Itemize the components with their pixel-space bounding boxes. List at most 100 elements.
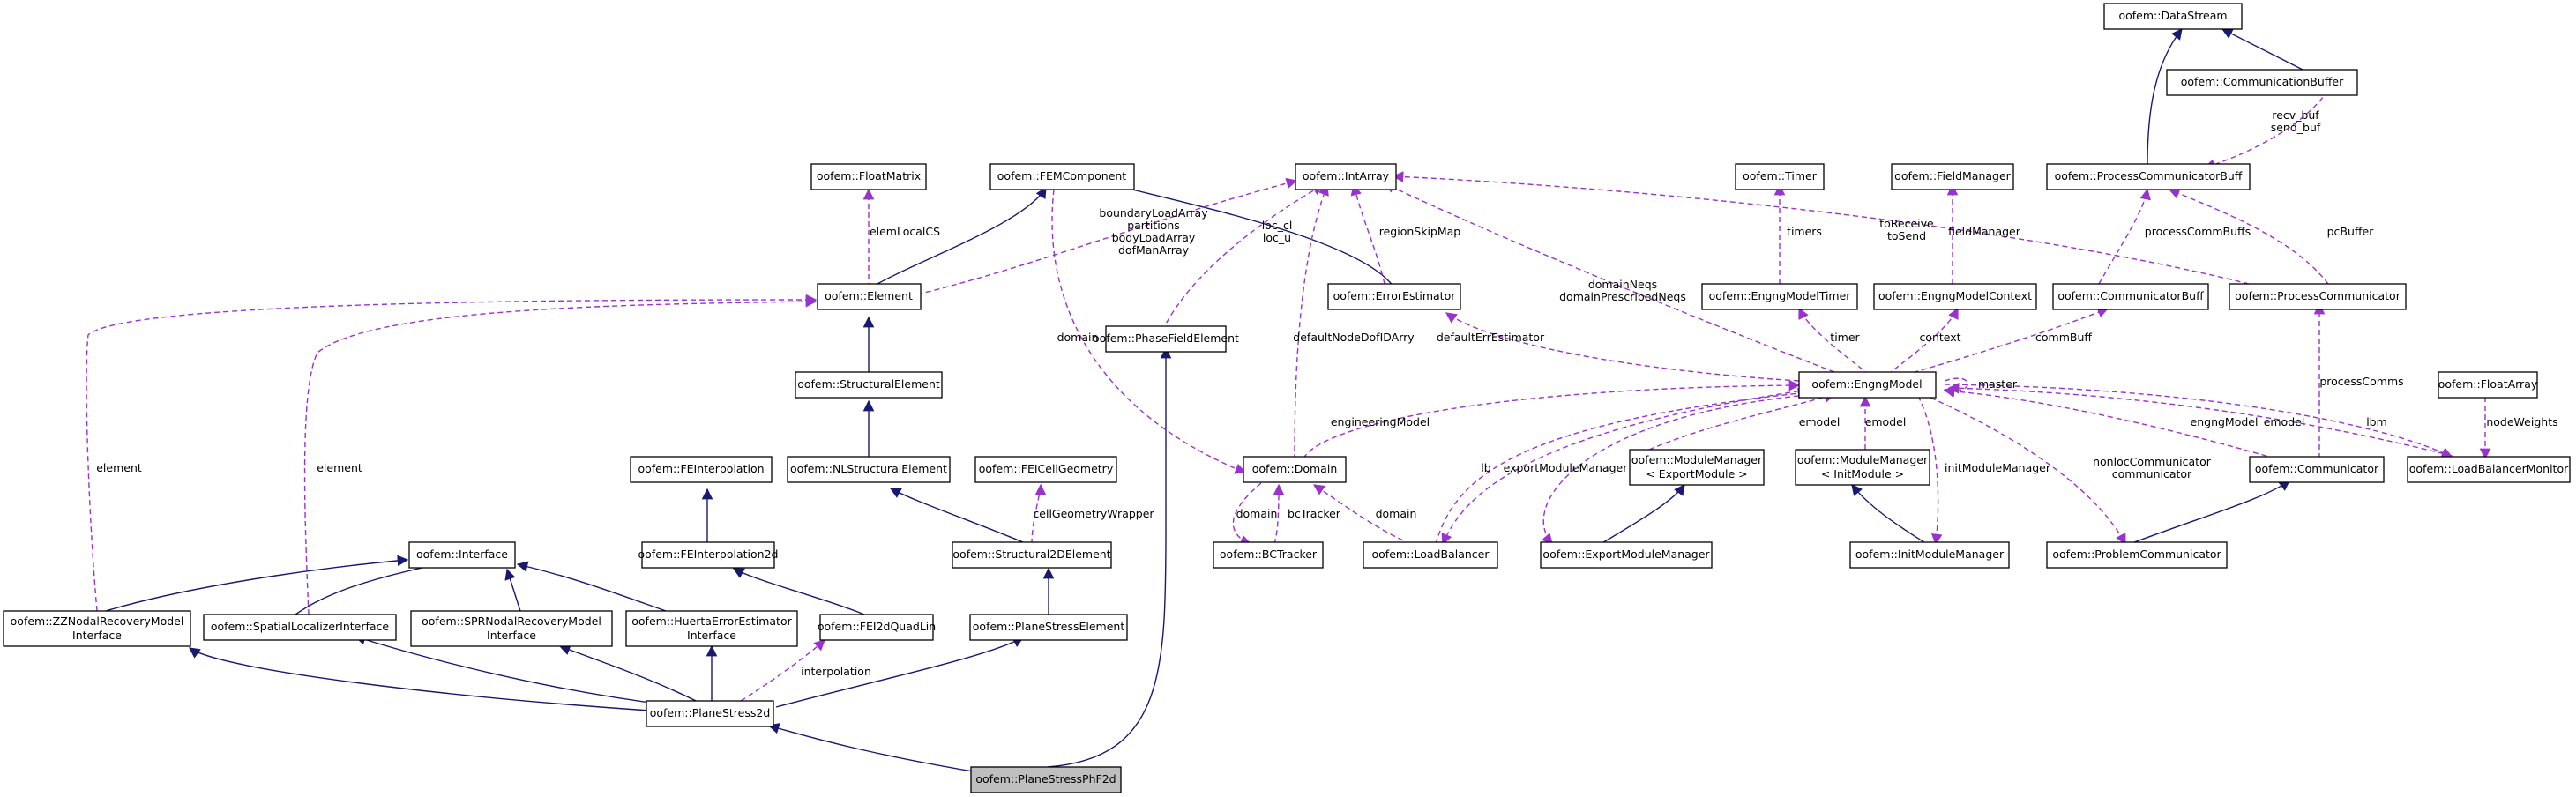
edge-use-communicatorbuff-engngmodel: [1895, 307, 2109, 378]
label-domain-lb: domain: [1376, 507, 1417, 520]
edge-inherit-structural2delement-nlstructuralelement: [889, 488, 1024, 543]
edge-inherit-exportmodulemanager-modulemanager: [1600, 483, 1685, 545]
label-commbuff: commBuff: [2035, 331, 2092, 344]
class-engngmodeltimer[interactable]: oofem::EngngModelTimer: [1701, 283, 1858, 310]
class-communicatorbuff[interactable]: oofem::CommunicatorBuff: [2052, 283, 2209, 310]
class-structuralelement[interactable]: oofem::StructuralElement: [795, 371, 943, 398]
label-dofmanarray: dofManArray: [1118, 243, 1190, 257]
edge-use-feicellgeometry-structural2delement: [1031, 483, 1047, 545]
class-communicator[interactable]: oofem::Communicator: [2249, 456, 2385, 483]
class-modulemanager-init[interactable]: oofem::ModuleManager < InitModule >: [1795, 449, 1930, 486]
class-label: oofem::NLStructuralElement: [790, 462, 947, 475]
class-datastream[interactable]: oofem::DataStream: [2103, 3, 2243, 30]
label-communicator: communicator: [2112, 467, 2192, 480]
class-engngmodel[interactable]: oofem::EngngModel: [1798, 371, 1937, 398]
class-sprnodalrecoverymodelinterface[interactable]: oofem::SPRNodalRecoveryModel Interface: [410, 610, 613, 647]
edge-inherit-planestressphf2d-planestress2d: [767, 723, 984, 774]
class-label: oofem::PlaneStressElement: [973, 620, 1125, 633]
class-bctracker[interactable]: oofem::BCTracker: [1213, 541, 1324, 569]
edge-use-engngmodel-problemcommunicator: [1922, 393, 2126, 546]
label-defaulterrestimator: defaultErrEstimator: [1437, 331, 1545, 344]
label-lb: lb: [1481, 461, 1490, 474]
class-label: oofem::SpatialLocalizerInterface: [211, 620, 390, 633]
class-label: oofem::Domain: [1252, 462, 1338, 475]
label-defaultnodedofidarry: defaultNodeDofIDArry: [1293, 331, 1415, 344]
class-intarray[interactable]: oofem::IntArray: [1295, 163, 1397, 190]
class-loadbalancermonitor[interactable]: oofem::LoadBalancerMonitor: [2407, 456, 2571, 483]
class-spatiallocalizerinterface[interactable]: oofem::SpatialLocalizerInterface: [203, 614, 397, 641]
class-feinterpolation[interactable]: oofem::FEInterpolation: [630, 456, 773, 483]
edge-use-engngmodel-loadbalancer: [1441, 389, 1809, 546]
label-toreceive: toReceive: [1879, 217, 1934, 230]
class-floatarray[interactable]: oofem::FloatArray: [2438, 371, 2538, 398]
class-timer[interactable]: oofem::Timer: [1735, 163, 1825, 190]
class-label: oofem::EngngModelTimer: [1709, 289, 1852, 302]
class-huertaerrorestimatorinterface[interactable]: oofem::HuertaErrorEstimator Interface: [625, 610, 798, 647]
edge-use-errorestimator-engngmodel: [1445, 312, 1800, 382]
class-label: oofem::Element: [825, 289, 913, 302]
class-phasefieldelement[interactable]: oofem::PhaseFieldElement: [1093, 325, 1239, 353]
class-processcommunicator[interactable]: oofem::ProcessCommunicator: [2229, 283, 2407, 310]
class-label: oofem::Communicator: [2255, 462, 2379, 475]
class-label: oofem::PlaneStress2d: [650, 706, 771, 719]
edge-use-modulemanagerexport-engngmodel: [1648, 391, 1836, 451]
label-pcbuffer: pcBuffer: [2327, 225, 2375, 238]
class-label: oofem::ErrorEstimator: [1333, 289, 1457, 302]
class-feicellgeometry[interactable]: oofem::FEICellGeometry: [974, 456, 1117, 483]
class-planestresselement[interactable]: oofem::PlaneStressElement: [969, 614, 1128, 641]
class-label: oofem::EngngModelContext: [1878, 289, 2032, 302]
class-label: oofem::LoadBalancer: [1372, 547, 1490, 561]
edge-inherit-planestress2d-planestresselement: [775, 637, 1025, 708]
class-label: oofem::FloatMatrix: [817, 169, 921, 182]
class-element[interactable]: oofem::Element: [817, 283, 922, 310]
edge-use-pcbuff-communicatorbuff: [2098, 188, 2151, 285]
class-loadbalancer[interactable]: oofem::LoadBalancer: [1363, 541, 1498, 569]
class-label: oofem::ProcessCommunicatorBuff: [2055, 169, 2243, 182]
class-label-line2: Interface: [687, 629, 736, 642]
edge-inherit-planestressphf2d-phasefieldelement: [1047, 346, 1172, 768]
label-processcomms: processComms: [2319, 375, 2403, 388]
class-domain[interactable]: oofem::Domain: [1243, 456, 1347, 483]
class-errorestimator[interactable]: oofem::ErrorEstimator: [1327, 283, 1461, 310]
class-label: oofem::StructuralElement: [797, 377, 940, 391]
class-label: oofem::ZZNodalRecoveryModel: [11, 615, 184, 628]
class-label: oofem::ProblemCommunicator: [2052, 547, 2221, 561]
class-initmodulemanager[interactable]: oofem::InitModuleManager: [1849, 541, 2010, 569]
class-interface[interactable]: oofem::Interface: [408, 541, 516, 569]
class-communicationbuffer[interactable]: oofem::CommunicationBuffer: [2166, 69, 2358, 96]
label-nonloccommunicator: nonlocCommunicator: [2093, 455, 2212, 468]
class-nlstructuralelement[interactable]: oofem::NLStructuralElement: [787, 456, 951, 483]
class-planestress2d[interactable]: oofem::PlaneStress2d: [646, 700, 774, 727]
label-bctracker: bcTracker: [1288, 507, 1341, 520]
class-label: oofem::FEMComponent: [997, 169, 1127, 182]
edge-use-engngmodel-intarray: [1383, 182, 1835, 373]
class-modulemanager-export[interactable]: oofem::ModuleManager < ExportModule >: [1629, 449, 1765, 486]
class-label: oofem::InitModuleManager: [1855, 547, 2005, 561]
label-tosend: toSend: [1887, 229, 1926, 242]
label-boundaryloadarray: boundaryLoadArray: [1099, 206, 1208, 220]
edge-use-lbm-engngmodel: [1947, 383, 2470, 461]
class-femcomponent[interactable]: oofem::FEMComponent: [989, 163, 1135, 190]
label-cellgeometrywrapper: cellGeometryWrapper: [1033, 507, 1154, 520]
class-exportmodulemanager[interactable]: oofem::ExportModuleManager: [1540, 541, 1713, 569]
class-label: oofem::ModuleManager: [1797, 453, 1929, 466]
class-feinterpolation2d[interactable]: oofem::FEInterpolation2d: [638, 541, 779, 569]
edge-inherit-zznodal-interface: [105, 555, 409, 612]
class-problemcommunicator[interactable]: oofem::ProblemCommunicator: [2046, 541, 2228, 569]
label-nodeweights: nodeWeights: [2486, 415, 2557, 428]
class-zznodalrecoverymodelinterface[interactable]: oofem::ZZNodalRecoveryModel Interface: [3, 610, 191, 647]
class-engngmodelcontext[interactable]: oofem::EngngModelContext: [1873, 283, 2037, 310]
label-initmodulemanager: initModuleManager: [1945, 461, 2051, 474]
edge-use-fei2dquadlin-planestress2d: [740, 639, 825, 702]
label-emodel-init: emodel: [1865, 415, 1907, 428]
edge-use-loadbalancer-domain: [1312, 484, 1412, 545]
class-processcommunicatorbuff[interactable]: oofem::ProcessCommunicatorBuff: [2046, 163, 2251, 190]
class-planestressphf2d[interactable]: oofem::PlaneStressPhF2d: [970, 766, 1122, 793]
edge-inherit-planestress2d-sprnodal: [558, 644, 702, 704]
class-label: oofem::Interface: [416, 547, 508, 561]
class-fei2dquadlin[interactable]: oofem::FEI2dQuadLin: [818, 614, 936, 641]
edge-inherit-planestress2d-spatial: [354, 634, 671, 706]
class-floatmatrix[interactable]: oofem::FloatMatrix: [810, 163, 927, 190]
class-fieldmanager[interactable]: oofem::FieldManager: [1891, 163, 2014, 190]
class-structural2delement[interactable]: oofem::Structural2DElement: [952, 541, 1112, 569]
